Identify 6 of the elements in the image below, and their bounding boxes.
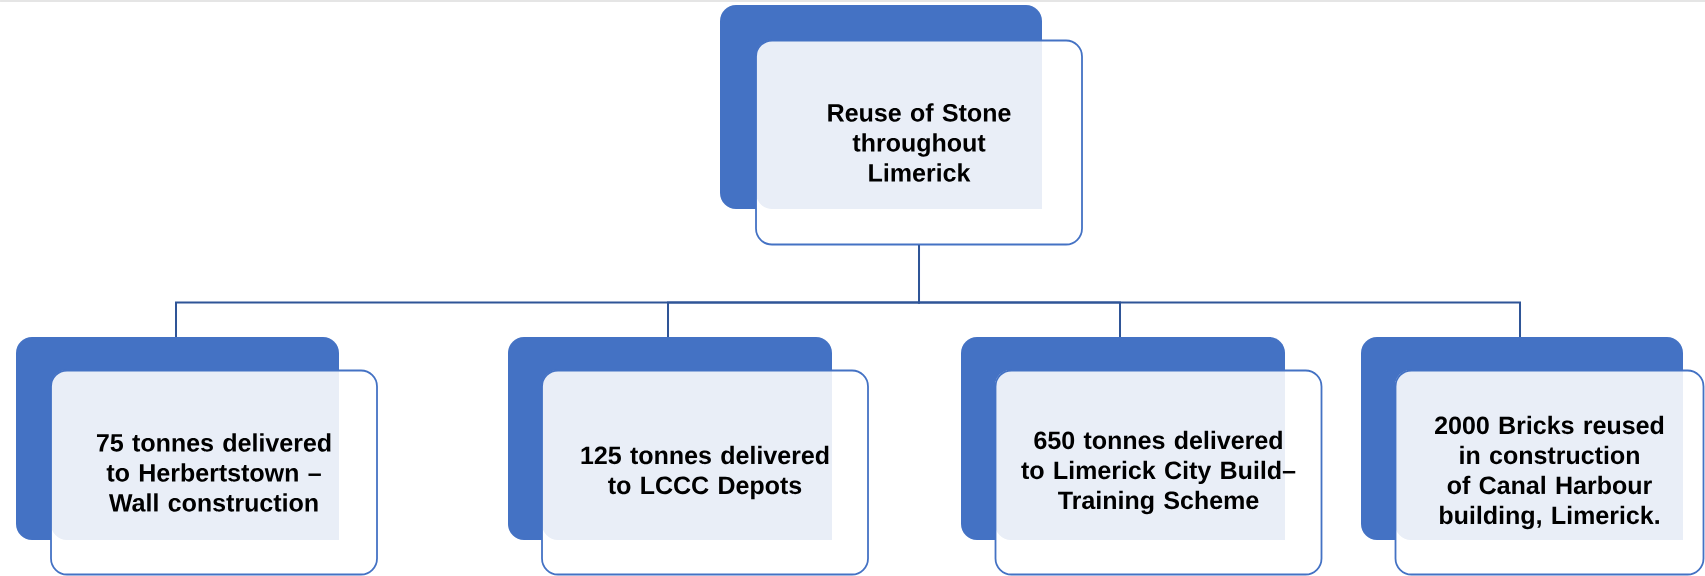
- process-box: 75 tonnes delivered to Herbertstown – Wall construction: [16, 337, 378, 576]
- process-box: 650 tonnes delivered to Limerick City Build– Training Scheme: [961, 337, 1323, 576]
- process-box: 2000 Bricks reused in construction of Canal Harbour building, Limerick.: [1361, 337, 1705, 576]
- connector-line: [918, 244, 1521, 338]
- process-box: 125 tonnes delivered to LCCC Depots: [508, 337, 869, 576]
- process-box: Reuse of Stone throughout Limerick: [720, 5, 1083, 246]
